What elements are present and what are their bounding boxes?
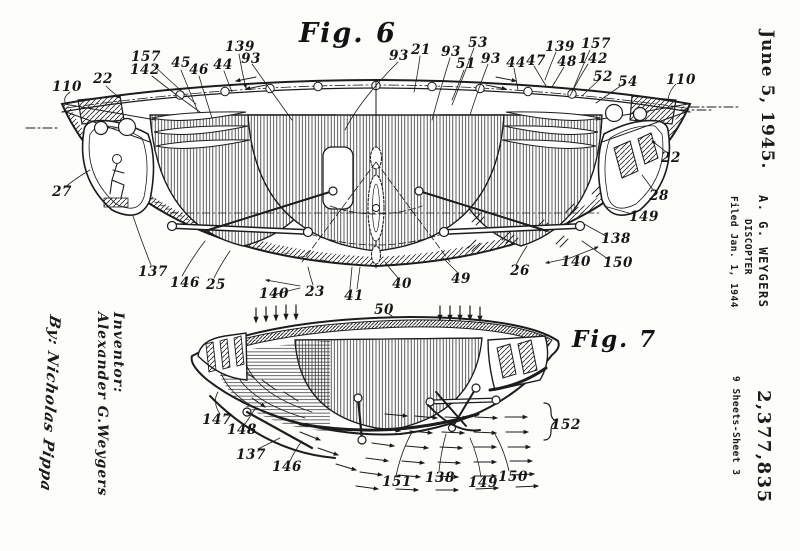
ref-numeral-110: 110 <box>666 72 696 88</box>
ref-numeral-22: 22 <box>661 150 681 166</box>
ref-numeral-139: 139 <box>225 39 255 55</box>
ref-numeral-150: 150 <box>603 255 633 271</box>
patent-number: 2,377,835 <box>753 390 774 504</box>
ref-numeral-142: 142 <box>578 51 608 67</box>
ref-numeral-28: 28 <box>649 188 669 204</box>
ref-numeral-21: 21 <box>411 42 431 58</box>
ref-numeral-48: 48 <box>557 54 577 70</box>
patent-title: DISCOPTER <box>742 219 753 275</box>
ref-numeral-40: 40 <box>392 276 412 292</box>
ref-numeral-22: 22 <box>93 71 113 87</box>
ref-numeral-138: 138 <box>425 470 455 486</box>
ref-numeral-147: 147 <box>202 412 232 428</box>
ref-numeral-140: 140 <box>259 286 289 302</box>
ref-numeral-93: 93 <box>241 51 261 67</box>
ref-numeral-45: 45 <box>171 55 191 71</box>
ref-numeral-157: 157 <box>581 36 611 52</box>
ref-numeral-27: 27 <box>52 184 72 200</box>
ref-numeral-137: 137 <box>236 447 266 463</box>
ref-numeral-146: 146 <box>272 459 302 475</box>
fig6-art <box>25 47 741 331</box>
ref-numeral-146: 146 <box>170 275 200 291</box>
patent-filed-date: Filed Jan. 1, 1944 <box>728 196 739 308</box>
ref-numeral-52: 52 <box>593 69 613 85</box>
ref-numeral-23: 23 <box>305 284 325 300</box>
ref-numeral-138: 138 <box>601 231 631 247</box>
ref-numeral-139: 139 <box>545 39 575 55</box>
ref-numeral-47: 47 <box>526 53 546 69</box>
ref-numeral-54: 54 <box>618 74 638 90</box>
ref-numeral-142: 142 <box>130 62 160 78</box>
ref-numeral-151: 151 <box>382 474 412 490</box>
ref-numeral-50: 50 <box>374 302 394 318</box>
ref-numeral-25: 25 <box>206 277 226 293</box>
ref-numeral-93: 93 <box>441 44 461 60</box>
ref-numeral-51: 51 <box>456 56 476 72</box>
inventor-label: Inventor: <box>110 312 126 394</box>
ref-numeral-157: 157 <box>131 49 161 65</box>
ref-numeral-93: 93 <box>481 51 501 67</box>
ref-numeral-152: 152 <box>551 417 581 433</box>
ref-numeral-137: 137 <box>138 264 168 280</box>
fig6-title: Fig. 6 <box>299 18 397 49</box>
ref-numeral-26: 26 <box>510 263 530 279</box>
ref-numeral-49: 49 <box>451 271 471 287</box>
fig7-art <box>190 304 560 493</box>
patent-date: June 5, 1945. <box>757 30 777 170</box>
ref-numeral-110: 110 <box>52 79 82 95</box>
ref-numeral-44: 44 <box>213 57 233 73</box>
ref-numeral-44: 44 <box>506 55 526 71</box>
inventor-signature-name: Alexander G.Weygers <box>94 312 110 497</box>
fig7-title: Fig. 7 <box>572 326 658 353</box>
ref-numeral-148: 148 <box>227 422 257 438</box>
ref-numeral-46: 46 <box>189 62 209 78</box>
ref-numeral-150: 150 <box>498 469 528 485</box>
ref-numeral-93: 93 <box>389 48 409 64</box>
ref-numeral-41: 41 <box>344 288 364 304</box>
ref-numeral-140: 140 <box>561 254 591 270</box>
ref-numeral-149: 149 <box>468 475 498 491</box>
ref-numeral-149: 149 <box>629 209 659 225</box>
ref-numeral-53: 53 <box>468 35 488 51</box>
sheet-number: 9 Sheets-Sheet 3 <box>730 376 741 476</box>
patent-inventor-name: A. G. WEYGERS <box>756 195 770 309</box>
